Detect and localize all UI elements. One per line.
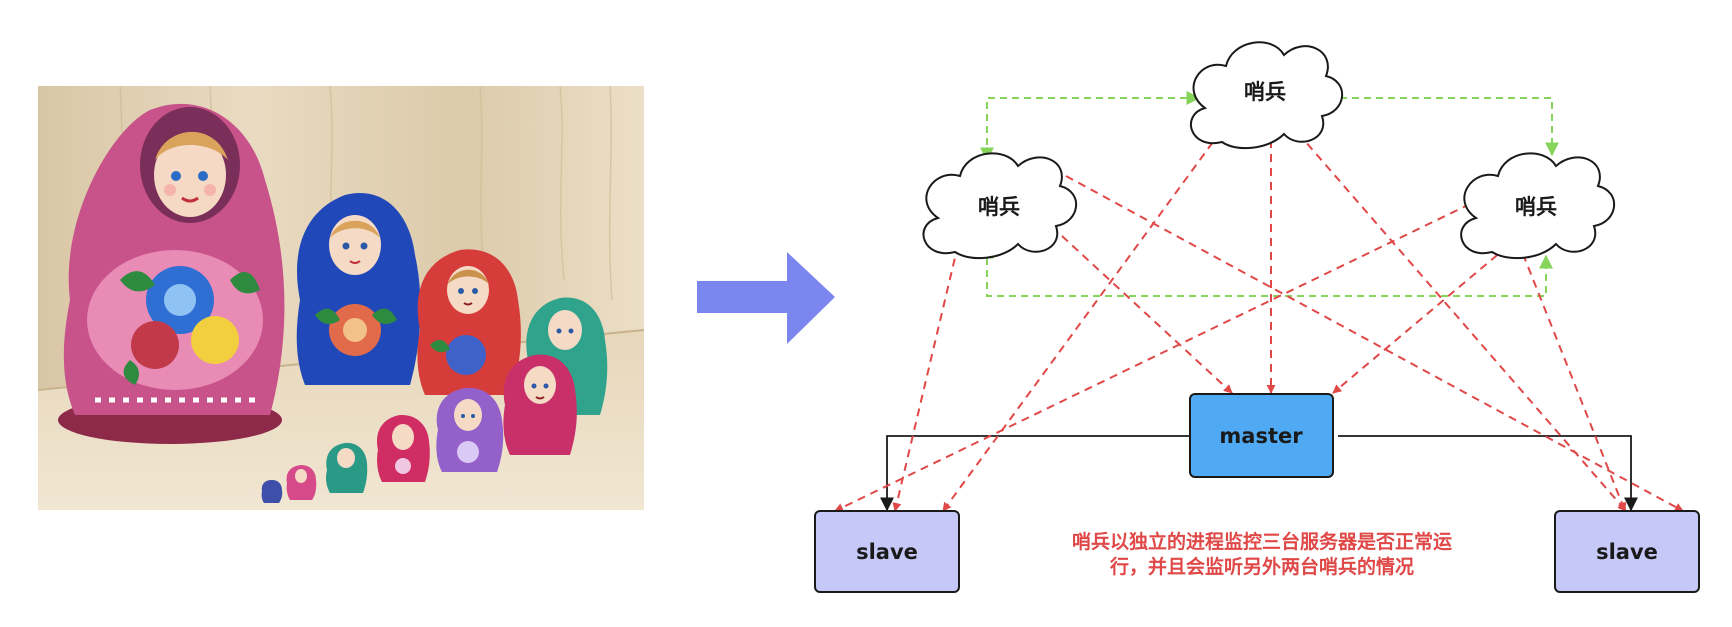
matryoshka-dolls-photo [37,85,645,510]
master-label: master [1219,424,1303,448]
slave-node-left: slave [814,510,960,593]
sentinel-link-top-left [980,91,1201,162]
doll-pink-small [503,354,577,455]
cloud-shape [922,152,1078,260]
transition-arrow-icon [697,252,835,344]
doll-teal-small [326,442,368,493]
monitor-lines [834,130,1684,512]
sentinel-link-left-right [980,244,1553,297]
slave-node-right: slave [1554,510,1700,593]
monitor-left-to-slave-left [892,244,959,512]
caption-line-1: 哨兵以独立的进程监控三台服务器是否正常运 [1072,530,1452,553]
cloud-shape [1460,152,1616,260]
doll-blue [296,193,421,385]
doll-tiny-blue [261,480,283,503]
slave-label: slave [856,540,918,564]
sentinel-label: 哨兵 [1244,80,1286,104]
monitor-left-to-slave-right [1065,175,1684,512]
monitor-left-to-master [1061,235,1233,394]
cloud-shape [1189,41,1344,150]
doll-red [417,249,521,395]
monitor-right-to-master [1332,245,1509,394]
caption-line-2: 行，并且会监听另外两台哨兵的情况 [1109,555,1414,578]
replication-line-left [880,435,1195,512]
sentinel-label: 哨兵 [978,195,1020,219]
doll-purple [436,387,504,472]
master-node: master [1189,393,1334,478]
monitor-top-to-slave-left [942,130,1222,512]
diagram-caption: 哨兵以独立的进程监控三台服务器是否正常运 行，并且会监听另外两台哨兵的情况 [1072,530,1452,578]
sentinel-node-left: 哨兵 [922,152,1078,260]
sentinel-label: 哨兵 [1515,195,1557,219]
doll-tiny-pink [286,465,317,500]
sentinel-node-top: 哨兵 [1189,41,1344,150]
monitor-right-to-slave-left [834,203,1471,512]
doll-large [58,103,285,444]
sentinel-links [980,91,1559,297]
sentinel-node-right: 哨兵 [1460,152,1616,260]
sentinel-architecture-diagram: 哨兵 哨兵 哨兵 master slave slave 哨兵以独立的进程监控三台… [814,41,1700,593]
slave-label: slave [1596,540,1658,564]
sentinel-link-top-right [1326,91,1559,157]
monitor-right-to-slave-right [1522,253,1627,512]
replication-line-right [1338,435,1638,512]
doll-magenta [376,414,430,482]
